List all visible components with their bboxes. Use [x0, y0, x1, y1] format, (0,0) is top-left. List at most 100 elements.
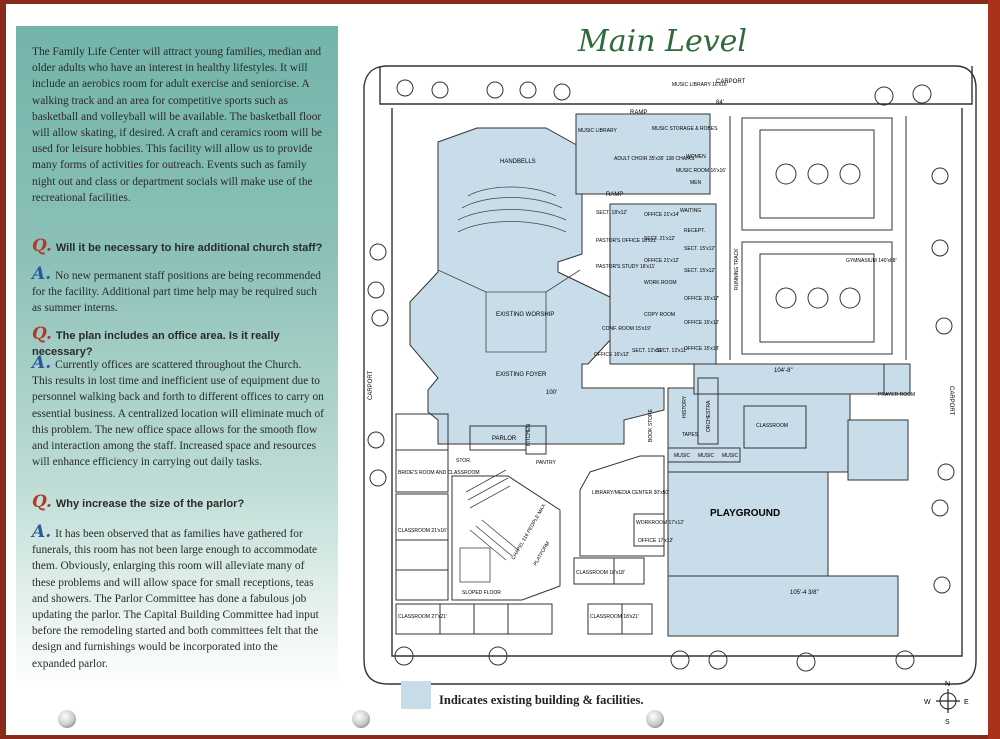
plan-label-classroom-18x18: CLASSROOM 18'x18'	[576, 570, 625, 576]
plan-label-classroom-27x21: CLASSROOM 27'x21'	[398, 614, 447, 620]
plan-label-sect2: SECT. 21'x12'	[644, 236, 675, 242]
chapel-seating	[459, 469, 519, 583]
plan-label-running-track: RUNNING TRACK	[734, 248, 740, 290]
binder-hole-icon	[352, 710, 370, 728]
compass-w: W	[924, 699, 931, 706]
plan-label-sect1: SECT. 18'x12'	[596, 210, 627, 216]
plan-label-platform: PLATFORM	[533, 541, 552, 567]
plan-label-office3: OFFICE 15'x17'	[684, 296, 719, 302]
plan-label-handbells: HANDBELLS	[500, 159, 536, 165]
plan-label-workroom: WORKROOM 17'x12'	[636, 520, 684, 526]
q-mark: Q.	[32, 236, 52, 256]
plan-label-sloped: SLOPED FLOOR	[462, 590, 501, 596]
plan-label-recept: RECEPT.	[684, 228, 705, 234]
existing-building	[409, 113, 911, 637]
plan-label-music-a: MUSIC	[674, 453, 691, 459]
a-mark: A.	[32, 264, 52, 284]
compass-n: N	[945, 681, 950, 688]
question-text: Why increase the size of the parlor?	[55, 498, 245, 510]
plan-label-conf-room: CONF. ROOM 15'x19'	[602, 326, 651, 332]
plan-label-ramp2: RAMP	[606, 192, 623, 198]
plan-label-library: LIBRARY/MEDIA CENTER 30'x50'	[592, 490, 669, 496]
plan-label-orchestra: ORCHESTRA	[706, 400, 712, 432]
question-text: Will it be necessary to hire additional …	[55, 242, 323, 254]
plan-label-sect3: SECT. 15'x12'	[684, 246, 715, 252]
plan-label-adult-choir: ADULT CHOIR 35'x36' 138 CHAIRS	[614, 156, 695, 162]
plan-title: Main Level	[578, 24, 748, 59]
plan-label-dim-105: 105'-4 3/8"	[790, 590, 819, 596]
plan-label-existing-worship: EXISTING WORSHIP	[496, 312, 554, 318]
intro-paragraph: The Family Life Center will attract youn…	[32, 46, 323, 204]
plan-label-existing-foyer: EXISTING FOYER	[496, 372, 547, 378]
plan-label-work-room: WORK ROOM	[644, 280, 677, 286]
wall-lines	[395, 377, 807, 635]
plan-label-office5: OFFICE 15'x18'	[684, 346, 719, 352]
plan-label-dim-84: 84'	[716, 100, 724, 106]
page-edge	[988, 0, 1000, 739]
legend-text: Indicates existing building & facilities…	[439, 693, 644, 707]
plan-label-gymnasium: GYMNASIUM 140'x88'	[846, 258, 897, 264]
plan-label-playground: PLAYGROUND	[710, 508, 780, 519]
plan-label-carport-right: CARPORT	[948, 386, 954, 416]
compass-s: S	[945, 719, 950, 726]
compass-rose	[936, 689, 960, 713]
plan-label-prayer-room: PRAYER ROOM	[878, 392, 915, 398]
plan-label-pastors-office: PASTOR'S OFFICE 18'x21'	[596, 238, 657, 244]
plan-label-sect4: SECT. 15'x12'	[684, 268, 715, 274]
question-text: The plan includes an office area. Is it …	[32, 330, 280, 359]
sanctuary-pews	[437, 186, 581, 353]
plan-label-office7: OFFICE 17'x12'	[638, 538, 673, 544]
plan-label-office6: OFFICE 16'x12'	[594, 352, 629, 358]
plan-label-music-library2: MUSIC LIBRARY	[578, 128, 617, 134]
plan-label-office4: OFFICE 15'x12'	[684, 320, 719, 326]
answer-text: It has been observed that as families ha…	[32, 528, 319, 670]
plan-label-stor: STOR.	[456, 458, 471, 464]
qa-question-1: Q.Will it be necessary to hire additiona…	[32, 238, 324, 256]
plan-label-music-c: MUSIC	[722, 453, 739, 459]
intro-panel	[16, 26, 338, 686]
plan-label-bride: BRIDE'S ROOM AND CLASSROOM	[398, 470, 480, 476]
gymnasium-courts	[729, 116, 907, 360]
binder-hole-icon	[58, 710, 76, 728]
binder-hole-icon	[646, 710, 664, 728]
plan-label-music-storage: MUSIC STORAGE & ROBES	[652, 126, 718, 132]
q-mark: Q.	[32, 492, 52, 512]
plan-label-history: HISTORY	[682, 395, 688, 418]
plan-label-classroom-18x21: CLASSROOM 18'x21'	[590, 614, 639, 620]
plan-label-dim-104: 104'-8"	[774, 368, 793, 374]
plan-label-ramp: RAMP	[630, 110, 647, 116]
plan-label-music-room: MUSIC ROOM 16'x16'	[676, 168, 726, 174]
plan-label-book: BOOK STORE	[648, 408, 654, 442]
site-roads	[363, 65, 977, 685]
plan-label-women: WOMEN	[686, 154, 706, 160]
plan-label-kitchen: KITCHEN	[526, 424, 532, 446]
plan-label-office1: OFFICE 21'x14'	[644, 212, 679, 218]
plan-label-tapes: TAPES	[682, 432, 699, 438]
q-mark: Q.	[32, 324, 52, 344]
plan-label-sect5: SECT. 13'x11'	[632, 348, 663, 354]
plan-label-sect6: SECT. 13'x11'	[656, 348, 687, 354]
plan-label-100: 100'	[546, 390, 557, 396]
plan-label-pastors-study: PASTOR'S STUDY 18'x11'	[596, 264, 655, 270]
qa-answer-2: A.Currently offices are scattered throug…	[32, 355, 324, 470]
plan-label-waiting: WAITING	[680, 208, 701, 214]
plan-label-office2: OFFICE 21'x12'	[644, 258, 679, 264]
plan-label-music-library: MUSIC LIBRARY 16'x16'	[672, 82, 728, 88]
a-mark: A.	[32, 353, 52, 373]
plan-label-men: MEN	[690, 180, 702, 186]
qa-question-2: Q.The plan includes an office area. Is i…	[32, 326, 324, 360]
qa-answer-3: A.It has been observed that as families …	[32, 524, 324, 672]
trees	[367, 79, 955, 672]
plan-label-music-b: MUSIC	[698, 453, 715, 459]
plan-label-copy-room: COPY ROOM	[644, 312, 675, 318]
legend-swatch	[401, 681, 431, 709]
plan-label-parlor: PARLOR	[492, 436, 517, 442]
answer-text: No new permanent staff positions are bei…	[32, 270, 321, 315]
compass-e: E	[964, 699, 969, 706]
plan-label-carport-left: CARPORT	[368, 370, 374, 400]
plan-label-classroom: CLASSROOM	[756, 423, 788, 429]
answer-text: Currently offices are scattered througho…	[32, 359, 324, 469]
plan-label-classroom-21x16: CLASSROOM 21'x16'	[398, 528, 447, 534]
a-mark: A.	[32, 522, 52, 542]
